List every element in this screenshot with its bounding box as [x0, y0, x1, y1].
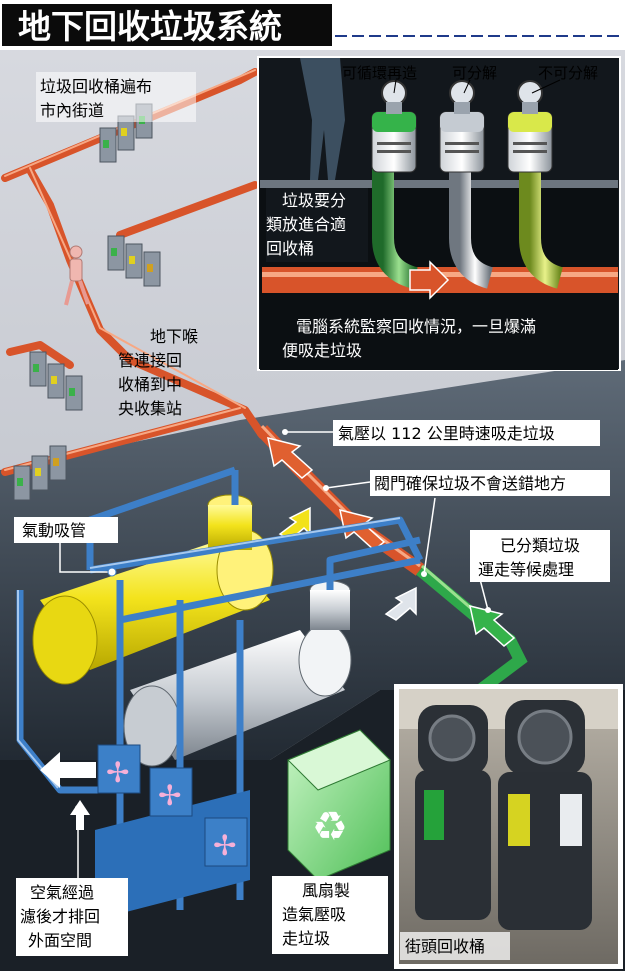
green-recycle-box: ♻: [287, 729, 391, 881]
throat-line-1: 地下喉: [150, 327, 198, 346]
pneumatic-text: 氣動吸管: [22, 521, 86, 540]
pressure-text: 氣壓以 112 公里時速吸走垃圾: [338, 424, 555, 443]
callout-throat-pipe: 地下喉 管連接回 收桶到中 央收集站: [118, 327, 198, 418]
pedestrian-figure: [64, 245, 90, 306]
air-line-1: 空氣經過: [30, 883, 94, 902]
bin-label-recyclable: 可循環再造: [342, 64, 417, 82]
street-photo-inset: [394, 684, 623, 969]
flow-arrow-3: [469, 604, 516, 647]
sort-bins-line-2: 類放進合適: [266, 215, 346, 234]
callout-fan: 風扇製 造氣壓吸 走垃圾: [272, 876, 388, 954]
intake-arrow: [70, 800, 90, 830]
title-background: [2, 4, 332, 46]
sorted-line-2: 運走等候處理: [478, 560, 574, 579]
inset-floor-band: [260, 180, 618, 188]
fan-line-3: 走垃圾: [282, 929, 330, 948]
throat-line-2: 管連接回: [118, 351, 182, 370]
air-line-2: 濾後才排回: [20, 907, 100, 926]
street-photo-caption: 街頭回收桶: [405, 937, 485, 956]
callout-street-photo: 街頭回收桶: [400, 932, 510, 960]
street-bins-line-1: 垃圾回收桶遍布: [40, 77, 152, 96]
monitor-line-2: 便吸走垃圾: [282, 341, 362, 360]
bin-label-decomposable: 可分解: [452, 64, 497, 82]
fan-line-2: 造氣壓吸: [282, 905, 346, 924]
callout-sort-bins: 垃圾要分 類放進合適 回收桶: [266, 188, 368, 262]
callout-street-bins: 垃圾回收桶遍布 市內街道: [36, 72, 196, 122]
page-title: 地下回收垃圾系統: [18, 7, 282, 46]
throat-line-4: 央收集站: [118, 399, 182, 418]
flow-arrow-1: [267, 436, 314, 479]
air-line-3: 外面空間: [28, 931, 92, 950]
sort-bin-non-decomposable: [507, 80, 564, 289]
underground-wall: [0, 360, 625, 760]
bin-label-group: 可循環再造 可分解 不可分解: [342, 64, 598, 94]
sort-bins-line-3: 回收桶: [266, 239, 314, 258]
fan-icon-3: ✢: [213, 829, 236, 862]
fan-icon-1: ✢: [106, 756, 129, 789]
street-bin-cluster-2: [107, 235, 161, 287]
callout-pressure: 氣壓以 112 公里時速吸走垃圾: [282, 420, 600, 446]
monitor-line-1: 電腦系統監察回收情況，一旦爆滿: [296, 317, 536, 336]
inset-flow-arrow: [409, 260, 450, 300]
fan-line-1: 風扇製: [302, 881, 350, 900]
throat-line-3: 收桶到中: [118, 375, 182, 394]
callout-air-exhaust: 空氣經過 濾後才排回 外面空間: [16, 805, 128, 956]
yellow-collection-tank: [32, 494, 274, 685]
fan-unit-group: ✢ ✢ ✢: [95, 744, 250, 920]
bin-label-non-decomposable: 不可分解: [538, 64, 598, 82]
exhaust-arrow: [40, 752, 96, 788]
street-bins-line-2: 市內街道: [40, 101, 104, 120]
recycle-icon: ♻: [312, 804, 348, 850]
fan-icon-2: ✢: [158, 779, 181, 812]
sorted-line-1: 已分類垃圾: [500, 536, 580, 555]
street-pipe-network: [1, 68, 266, 476]
street-bin-cluster-4: [13, 445, 67, 501]
sort-bins-line-1: 垃圾要分: [282, 191, 346, 210]
callout-sorted-waste: 已分類垃圾 運走等候處理: [470, 530, 610, 613]
street-bin-cluster-3: [29, 351, 83, 411]
sort-bin-decomposable: [439, 80, 494, 289]
callout-valve: 閥門確保垃圾不會送錯地方: [323, 470, 610, 577]
callout-pneumatic: 氣動吸管: [14, 517, 118, 577]
valve-text: 閥門確保垃圾不會送錯地方: [374, 474, 566, 493]
sort-bin-recyclable: [371, 80, 419, 289]
callout-monitor: 電腦系統監察回收情況，一旦爆滿 便吸走垃圾: [282, 317, 536, 360]
person-silhouette: [300, 58, 345, 180]
flow-arrow-silver-branch: [384, 586, 417, 621]
